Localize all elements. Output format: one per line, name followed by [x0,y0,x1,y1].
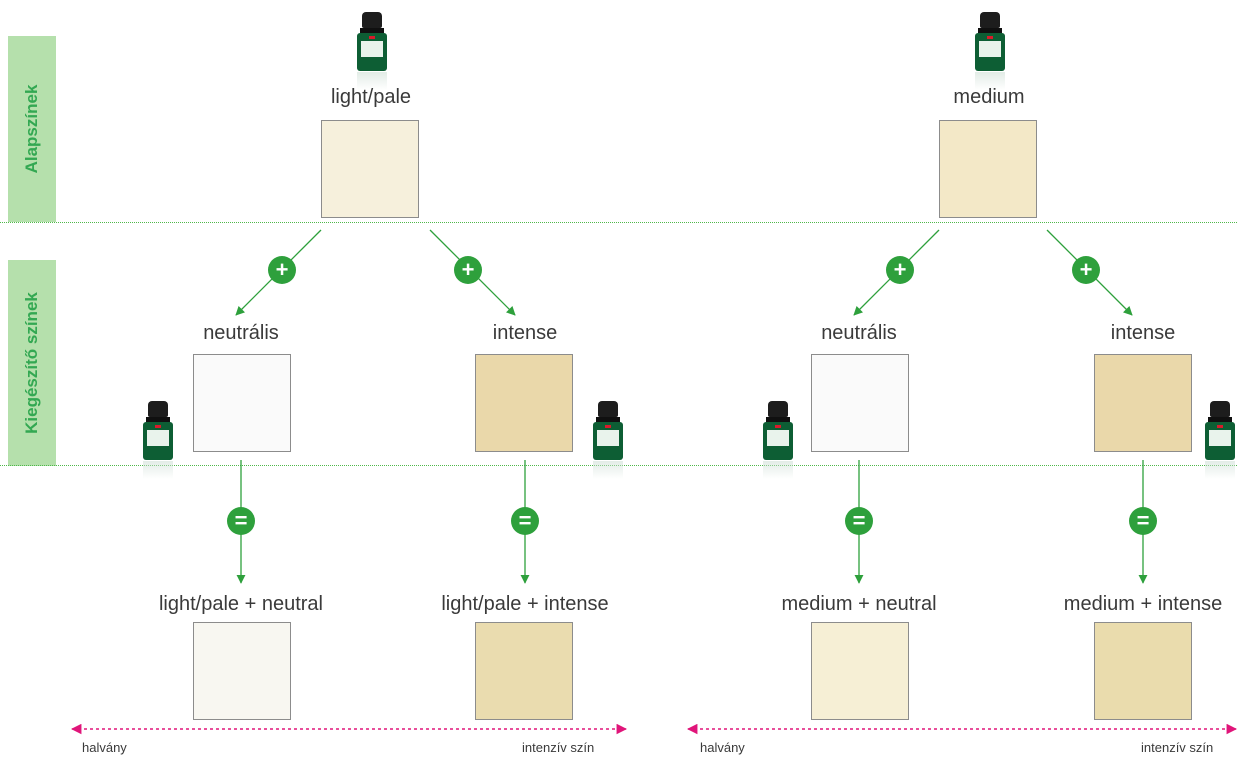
swatch-intense [475,354,573,452]
equals-icon: = [227,507,255,535]
equals-icon: = [1129,507,1157,535]
axis-label-intense: intenzív szín [522,740,595,755]
porcelain-bottle-icon [357,12,387,92]
result-label-light-neutral: light/pale + neutral [158,593,323,615]
result-label-light-intense: light/pale + intense [441,593,609,615]
swatch-light-pale-neutral [193,622,291,720]
result-label-medium-intense: medium + intense [1063,593,1223,615]
swatch-light-pale-intense [475,622,573,720]
porcelain-bottle-icon [763,401,793,481]
base-label-medium: medium [953,86,1025,108]
axis-label-pale: halvány [700,740,745,755]
base-label-light-pale: light/pale [330,86,412,108]
swatch-neutral [193,354,291,452]
complement-label-neutral: neutrális [203,322,279,344]
porcelain-bottle-icon [975,12,1005,92]
plus-icon: + [1072,256,1100,284]
swatch-medium-neutral [811,622,909,720]
porcelain-bottle-icon [593,401,623,481]
equals-icon: = [511,507,539,535]
base-colors-tab: Alapszínek [8,36,56,222]
complement-label-neutral: neutrális [821,322,897,344]
complement-label-intense: intense [492,322,558,344]
porcelain-bottle-icon [143,401,173,481]
result-label-medium-neutral: medium + neutral [781,593,937,615]
swatch-intense [1094,354,1192,452]
plus-icon: + [454,256,482,284]
porcelain-bottle-icon [1205,401,1235,481]
axis-label-pale: halvány [82,740,127,755]
equals-icon: = [845,507,873,535]
complement-label-intense: intense [1110,322,1176,344]
section-divider-top [0,222,1237,223]
swatch-medium-intense [1094,622,1192,720]
complementary-colors-tab: Kiegészítő színek [8,260,56,466]
axis-label-intense: intenzív szín [1141,740,1214,755]
plus-icon: + [886,256,914,284]
plus-icon: + [268,256,296,284]
swatch-neutral [811,354,909,452]
swatch-light-pale [321,120,419,218]
swatch-medium [939,120,1037,218]
